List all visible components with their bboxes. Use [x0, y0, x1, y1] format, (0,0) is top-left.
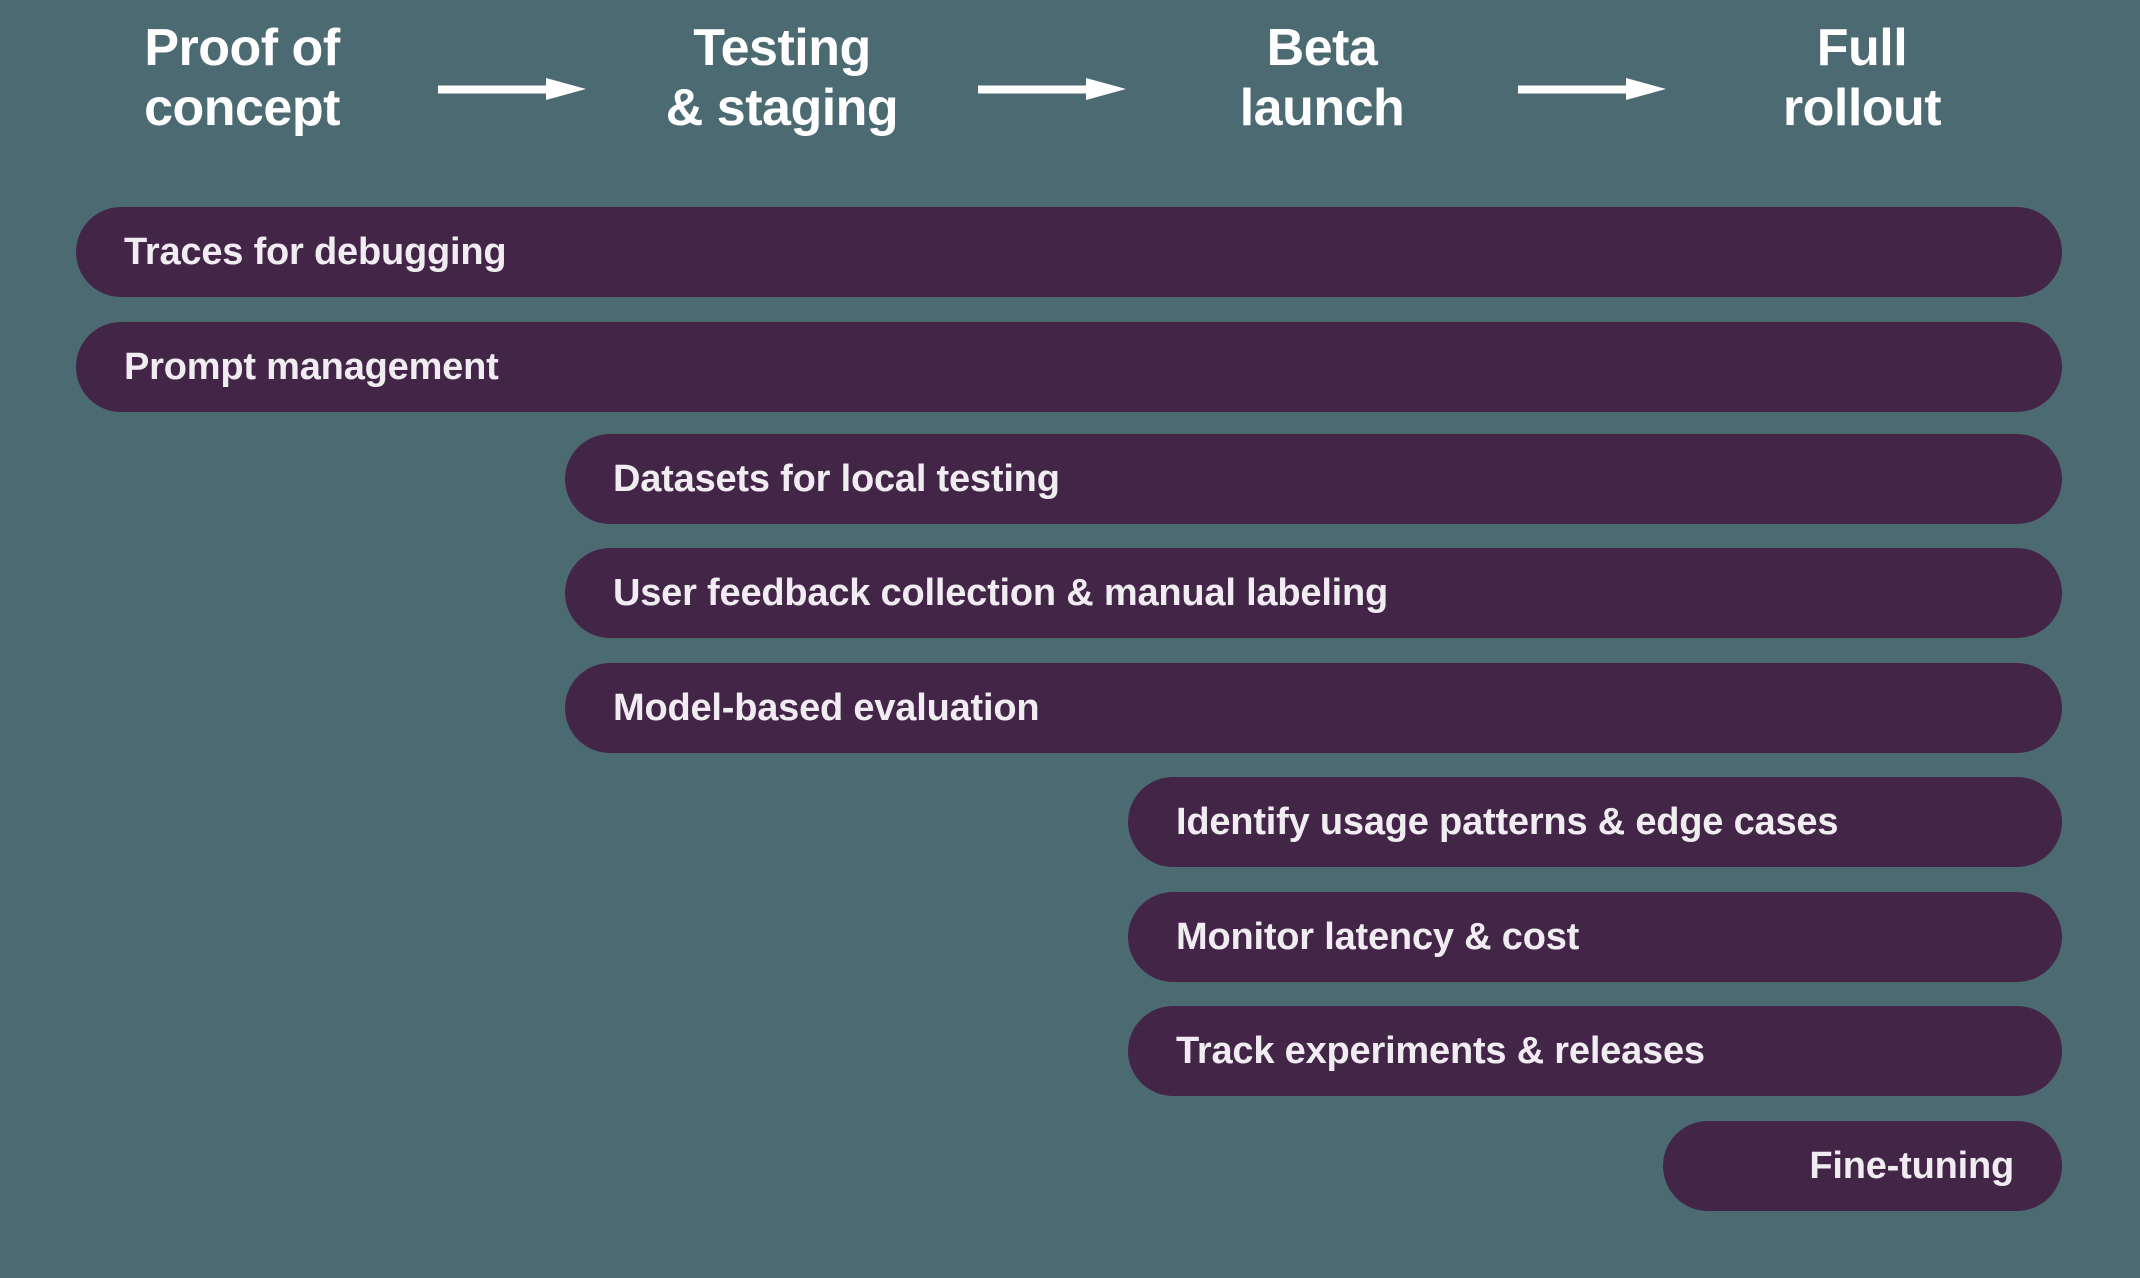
capability-bar-label: Monitor latency & cost: [1176, 916, 1580, 958]
capability-bar[interactable]: Prompt management: [76, 322, 2062, 412]
arrow-right-icon: [1518, 78, 1666, 100]
capability-bar[interactable]: Monitor latency & cost: [1128, 892, 2062, 982]
arrow-right-icon: [438, 78, 586, 100]
phase-label-full-rollout: Full rollout: [1782, 19, 1942, 138]
capability-bar[interactable]: Traces for debugging: [76, 207, 2062, 297]
capability-bar[interactable]: Identify usage patterns & edge cases: [1128, 777, 2062, 867]
capability-bar-label: Fine-tuning: [1809, 1145, 2014, 1187]
phase-label-proof-of-concept: Proof of concept: [144, 19, 340, 138]
capability-bar-label: Model-based evaluation: [613, 687, 1040, 729]
capability-bar-label: Track experiments & releases: [1176, 1030, 1705, 1072]
capability-bar-label: Datasets for local testing: [613, 458, 1060, 500]
phase-label-beta-launch: Beta launch: [1239, 19, 1405, 138]
capability-bar[interactable]: Datasets for local testing: [565, 434, 2062, 524]
capability-bar[interactable]: User feedback collection & manual labeli…: [565, 548, 2062, 638]
capability-bar-label: Traces for debugging: [124, 231, 507, 273]
capability-bar-label: Identify usage patterns & edge cases: [1176, 801, 1839, 843]
capability-bar[interactable]: Track experiments & releases: [1128, 1006, 2062, 1096]
capability-bar[interactable]: Fine-tuning: [1663, 1121, 2062, 1211]
phase-label-testing-and-staging: Testing & staging: [665, 19, 899, 138]
capability-bar-label: User feedback collection & manual labeli…: [613, 572, 1389, 614]
capability-bar[interactable]: Model-based evaluation: [565, 663, 2062, 753]
phase-header-row: Proof of concept Testing & staging Beta …: [0, 0, 2140, 175]
capability-bar-label: Prompt management: [124, 346, 499, 388]
arrow-right-icon: [978, 78, 1126, 100]
